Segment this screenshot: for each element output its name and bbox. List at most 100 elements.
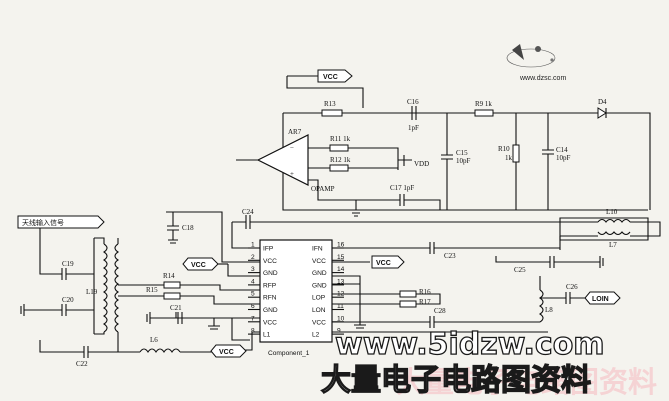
label-r17: R17 [419, 298, 431, 306]
inductor-l10: L10 [597, 208, 631, 223]
label-r14: R14 [163, 272, 175, 280]
label-c15-value: 10pF [456, 157, 471, 165]
ic-pin-number-right: 11 [337, 303, 344, 310]
watermark-url: www.5idzw.com [335, 327, 605, 362]
label-opamp: OPAMP [311, 185, 335, 193]
ic-pin-name-left: RFP [263, 282, 277, 289]
ic-pin-name-left: RFN [263, 295, 277, 302]
svg-text:−: − [290, 144, 294, 152]
ic-pin-name-left: IFP [263, 246, 274, 253]
vcc-tag-bottom-text: VCC [219, 349, 234, 356]
capacitor-c16 [411, 106, 417, 120]
label-c24: C24 [242, 208, 254, 216]
label-c18: C18 [182, 224, 194, 232]
label-r10: R10 [498, 145, 510, 153]
ic-pin-name-right: IFN [312, 246, 323, 253]
resistor-r9 [474, 109, 494, 117]
ic-pin-number-left: 6 [251, 303, 255, 310]
antenna-input-text: 天线输入信号 [22, 218, 64, 227]
ic-pin-name-right: L2 [312, 332, 320, 339]
ic-pin-number-left: 4 [251, 278, 255, 285]
label-r10-value: 1k [505, 154, 513, 162]
resistor-r12 [329, 164, 349, 172]
label-r11: R11 1k [330, 135, 351, 143]
inductor-l8 [539, 289, 544, 323]
label-c17: C17 1pF [390, 184, 414, 192]
ic-pin-number-right: 13 [337, 278, 345, 285]
label-c15: C15 [456, 149, 468, 157]
svg-text:+: + [290, 170, 294, 178]
resistor-r10 [512, 144, 520, 163]
label-l7: L7 [609, 241, 617, 249]
vcc-tag-top: VCC [286, 69, 364, 108]
ic-pin-number-left: 7 [251, 315, 255, 322]
ic-pin-name-left: L1 [263, 332, 271, 339]
antenna-input-tag: 天线输入信号 [17, 215, 105, 229]
loin-tag [584, 291, 621, 305]
ic-pin-number-left: 1 [251, 242, 255, 249]
resistor-r14 [163, 281, 181, 289]
label-c28: C28 [434, 307, 446, 315]
opamp-ar7: − + AR7 OPAMP [236, 128, 335, 193]
label-c26: C26 [566, 283, 578, 291]
resistor-r11 [329, 144, 349, 152]
label-r16: R16 [419, 288, 431, 296]
ic-pin-name-left: VCC [263, 319, 277, 326]
vcc-tag-chip-left [182, 257, 219, 271]
label-r15: R15 [146, 286, 158, 294]
ic-pin-number-right: 14 [337, 266, 345, 273]
ic-pin-name-left: GND [263, 307, 278, 314]
ic-pin-name-left: VCC [263, 258, 277, 265]
resistor-r15 [163, 292, 181, 300]
dzsc-logo: www.dzsc.com [506, 44, 566, 82]
loin-tag-text: LOIN [592, 296, 609, 303]
resistor-r17 [399, 300, 417, 308]
label-l10: L10 [606, 208, 618, 216]
inductor-l7: L7 [597, 231, 631, 249]
ic-pin-number-right: 9 [337, 328, 341, 335]
ic-pin-name-right: LON [312, 307, 326, 314]
vcc-tag-bottom [210, 344, 247, 358]
ic-pin-name-right: VCC [312, 258, 326, 265]
vcc-tag-chip-right-text: VCC [376, 260, 391, 267]
label-l6: L6 [150, 336, 158, 344]
ic-pin-number-right: 10 [337, 315, 345, 322]
watermark-cn-shadow: 大量电子电路图资料 [396, 365, 657, 399]
label-d4: D4 [598, 98, 607, 106]
label-r12: R12 1k [330, 156, 351, 164]
inductor-l6 [139, 348, 181, 353]
label-c16: C16 [407, 98, 419, 106]
label-ar7: AR7 [288, 128, 302, 136]
ic-pin-number-left: 3 [251, 266, 255, 273]
label-vdd: VDD [414, 160, 429, 168]
ic-pin-name-right: VCC [312, 319, 326, 326]
label-c22: C22 [76, 360, 88, 368]
ic-pin-name-left: GND [263, 270, 278, 277]
ic-pin-number-right: 15 [337, 254, 345, 261]
ic-pin-name-right: LOP [312, 295, 326, 302]
ic-pin-number-left: 8 [251, 328, 255, 335]
diode-d4 [597, 107, 607, 119]
ic-pin-number-left: 5 [251, 291, 255, 298]
resistor-r16 [399, 290, 417, 298]
label-r9: R9 1k [475, 100, 492, 108]
ic-pin-name-right: GND [312, 270, 327, 277]
label-c14-value: 10pF [556, 154, 571, 162]
label-component: Component_1 [268, 350, 310, 357]
watermark-cn: 大量电子电路图资料 [321, 363, 591, 398]
resistor-r13 [321, 109, 343, 117]
ic-pin-name-right: GND [312, 282, 327, 289]
label-c25: C25 [514, 266, 526, 274]
label-c19: C19 [62, 260, 74, 268]
label-c20: C20 [62, 296, 74, 304]
label-c21: C21 [170, 304, 182, 312]
watermark: 大量电子电路图资料 www.5idzw.com 大量电子电路图资料 [320, 326, 657, 399]
vcc-tag-chip-left-text: VCC [191, 262, 206, 269]
label-c14: C14 [556, 146, 568, 154]
label-l8: L8 [545, 306, 553, 314]
label-c23: C23 [444, 252, 456, 260]
inductor-l19: L19 [86, 237, 119, 340]
label-c16-value: 1pF [408, 124, 419, 132]
